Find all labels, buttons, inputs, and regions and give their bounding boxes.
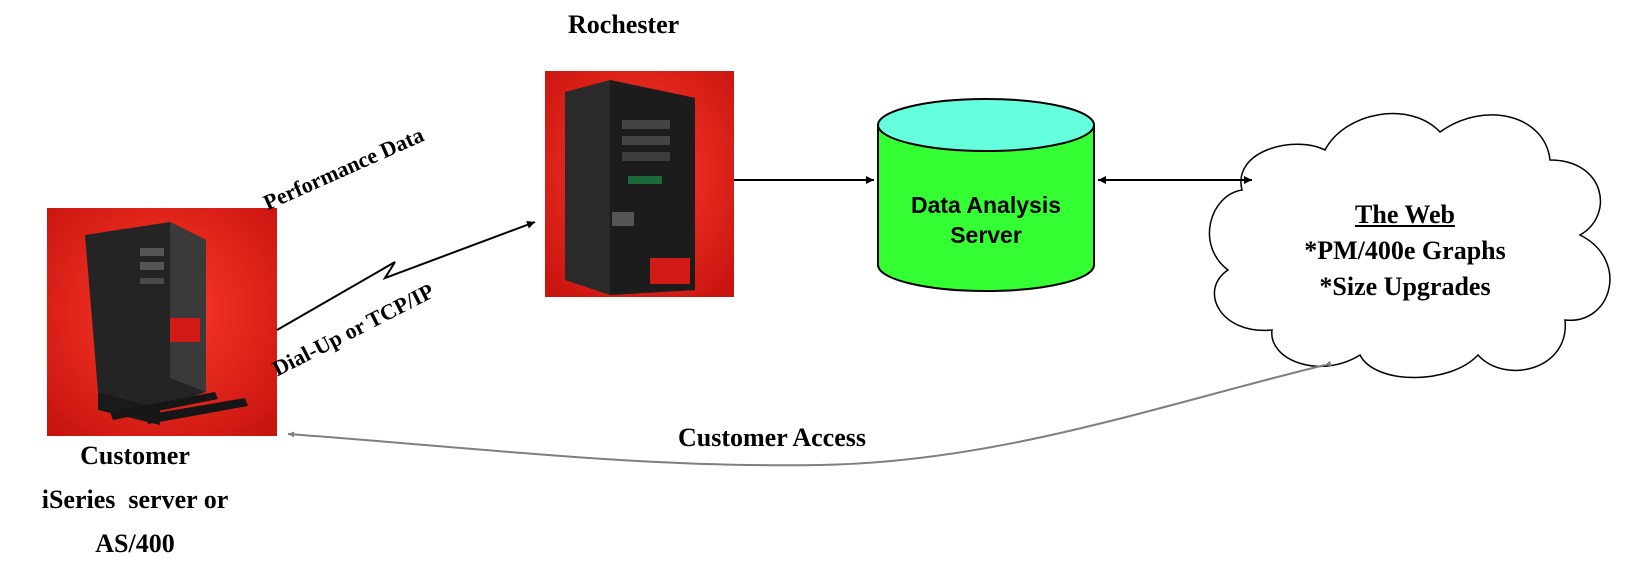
dialup-lightning-arrow (276, 221, 536, 331)
customer-label-line-3: AS/400 (95, 529, 175, 558)
das-label: Data Analysis Server (878, 190, 1094, 250)
customer-server-image (47, 208, 277, 436)
web-item-graphs: *PM/400e Graphs (1304, 236, 1506, 265)
das-label-line-1: Data Analysis (911, 192, 1061, 218)
web-cloud (1208, 112, 1611, 379)
web-title: The Web (1355, 200, 1455, 229)
customer-access-arrow (287, 360, 1332, 467)
customer-label: Customer iSeries server or AS/400 (0, 434, 270, 566)
das-label-line-2: Server (950, 222, 1022, 248)
customer-label-line-1: Customer (80, 441, 190, 470)
customer-label-line-2: iSeries server or (41, 485, 229, 514)
rochester-label: Rochester (568, 10, 680, 39)
data-analysis-cylinder (877, 98, 1095, 292)
rochester-server-image (545, 71, 734, 297)
customer-access-label: Customer Access (678, 423, 866, 452)
web-label: The Web *PM/400e Graphs *Size Upgrades (1225, 197, 1585, 305)
web-item-upgrades: *Size Upgrades (1319, 272, 1491, 301)
